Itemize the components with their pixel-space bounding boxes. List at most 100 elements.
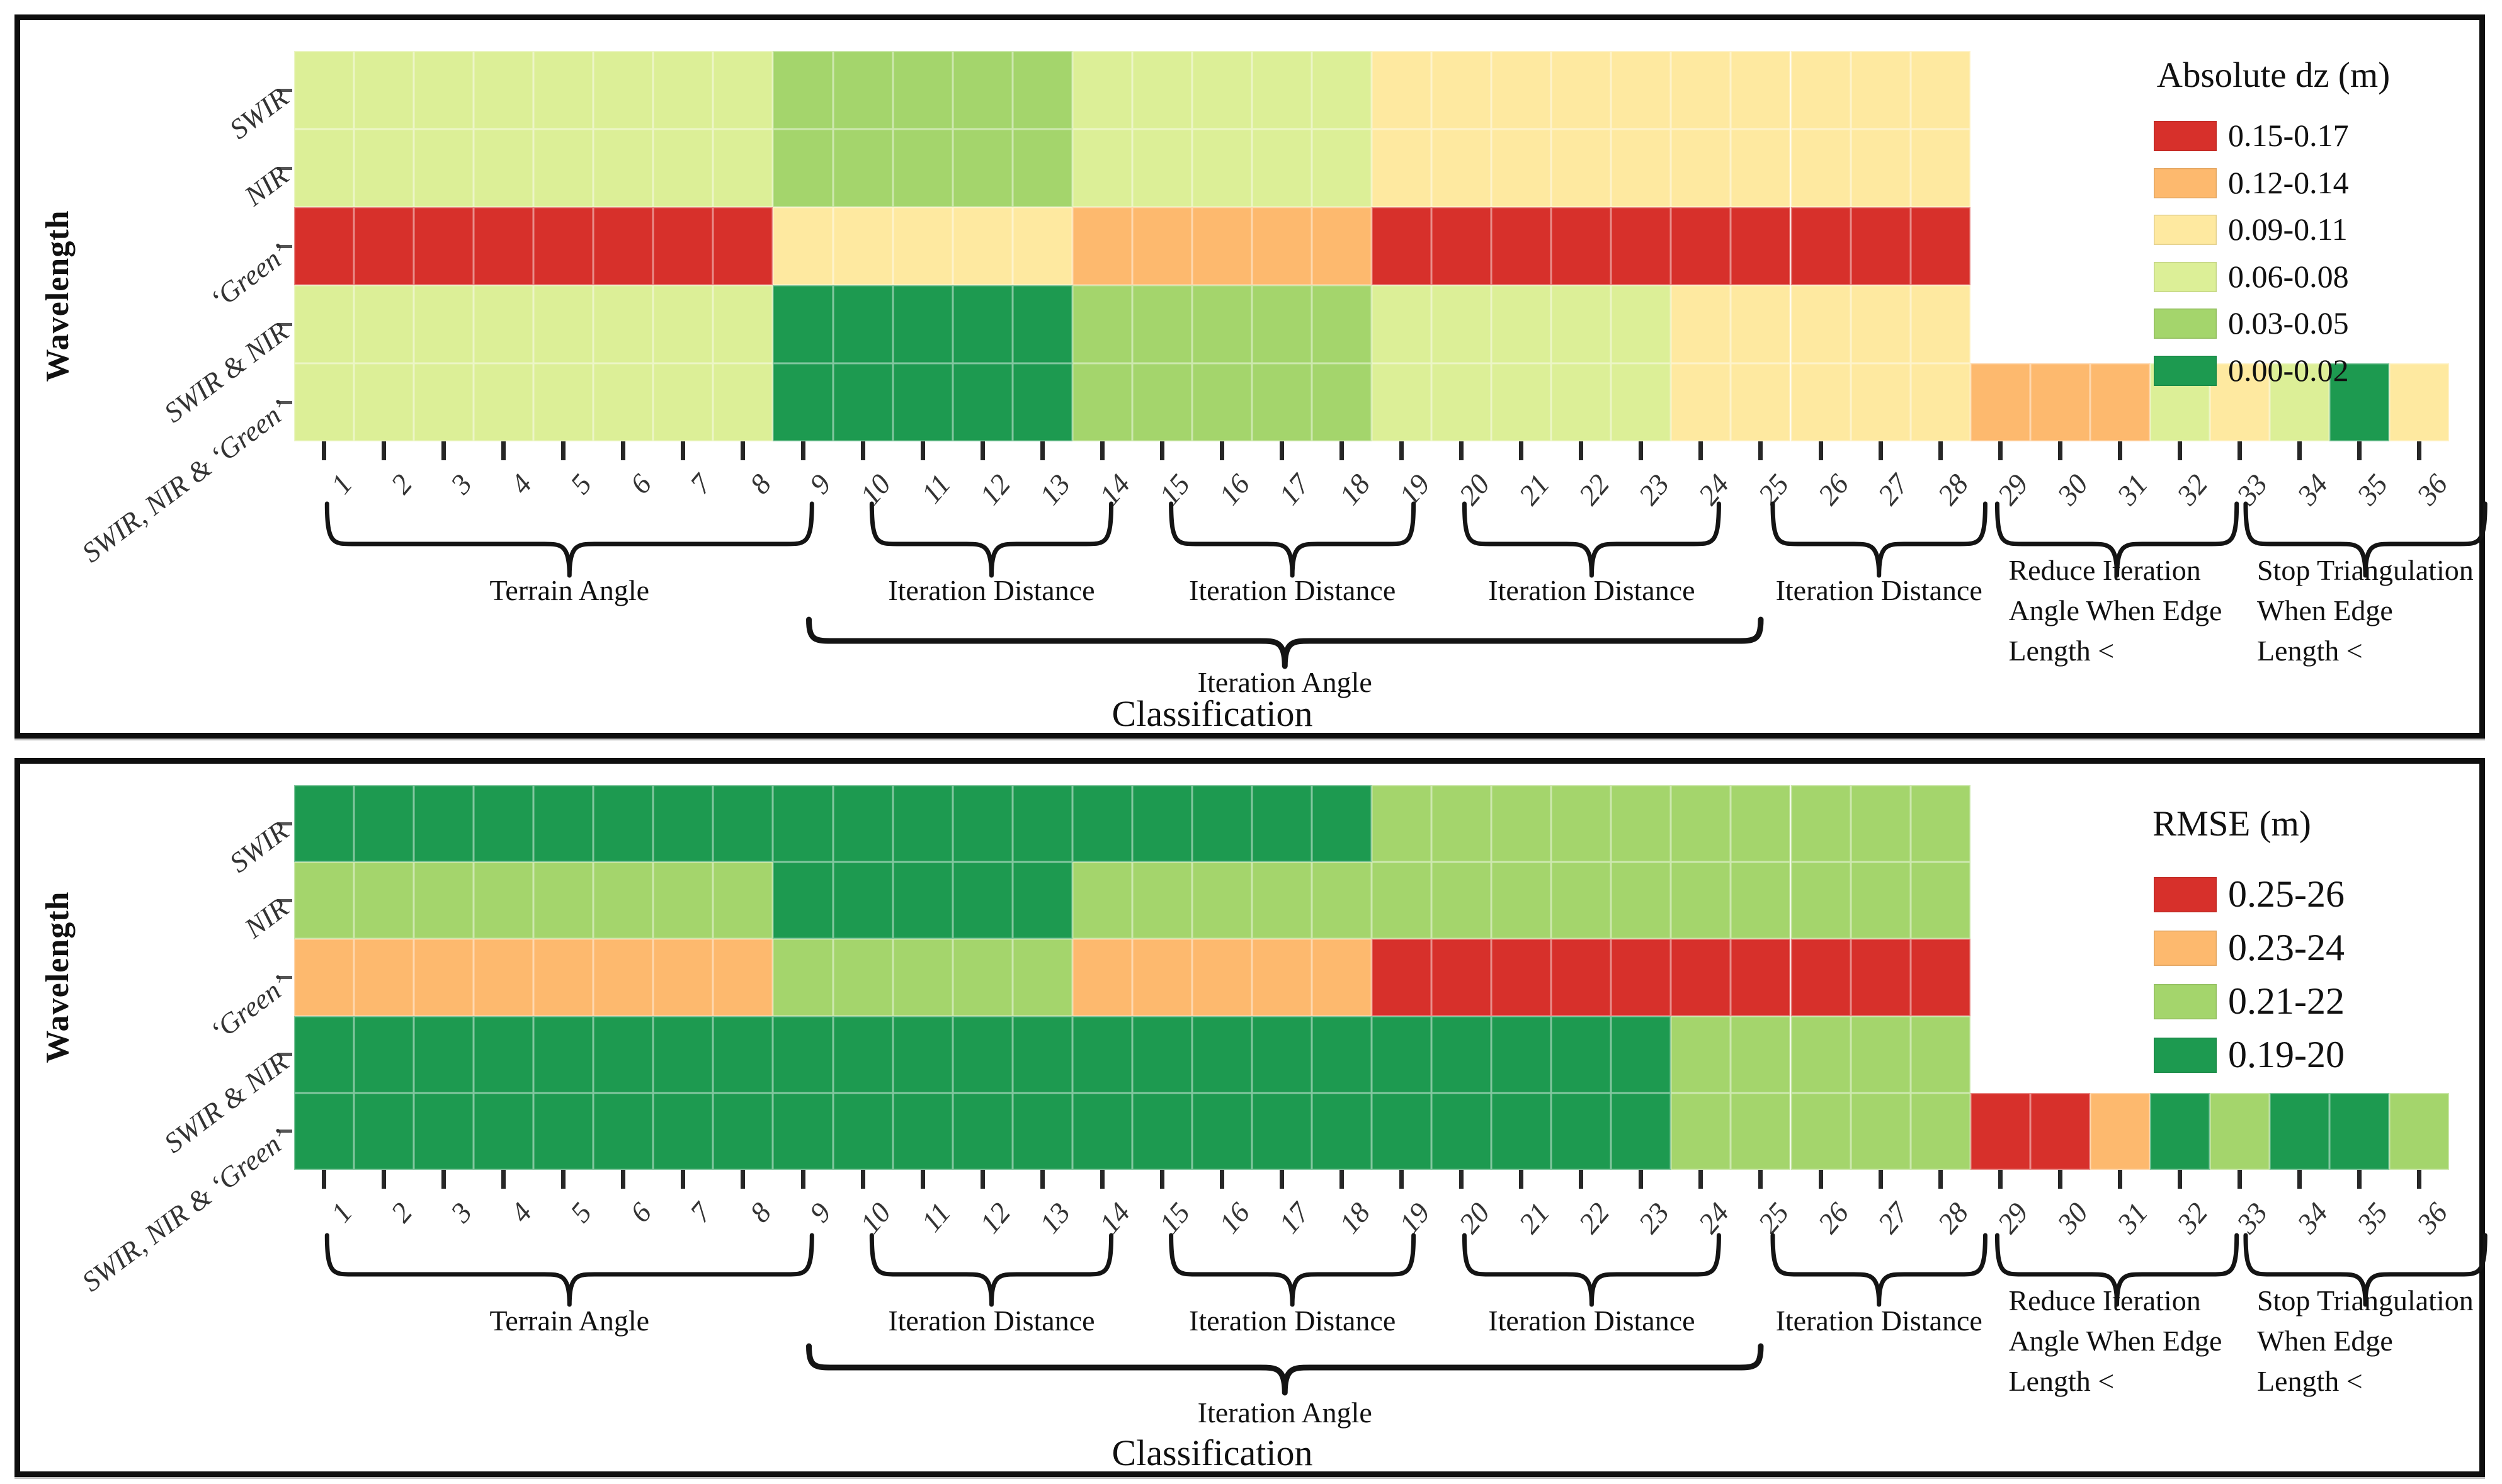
heatmap-cell — [1372, 285, 1432, 363]
heatmap-cell — [1551, 285, 1612, 363]
column-group-label: Iteration Distance — [1488, 1305, 1695, 1337]
column-group-label-line: Stop Triangulation — [2256, 554, 2474, 586]
heatmap-cell — [773, 207, 833, 285]
heatmap-cell — [1551, 939, 1612, 1016]
legend-label: 0.15-0.17 — [2228, 118, 2349, 153]
heatmap-cell — [1312, 129, 1372, 207]
heatmap-cell — [833, 207, 893, 285]
heatmap-cell — [1731, 285, 1791, 363]
heatmap-cell — [1431, 285, 1492, 363]
heatmap-cell — [593, 51, 654, 129]
heatmap-cell — [1372, 363, 1432, 441]
heatmap-cell — [1910, 51, 1970, 129]
heatmap-cell — [773, 1016, 833, 1093]
x-tick — [920, 1170, 925, 1189]
heatmap-cell — [294, 363, 355, 441]
heatmap-cell — [773, 363, 833, 441]
heatmap-cell — [1611, 1092, 1671, 1170]
x-axis-title: Classification — [1112, 693, 1313, 734]
heatmap-cell — [1312, 1092, 1372, 1170]
x-tick — [860, 441, 865, 460]
heatmap-cell — [1372, 862, 1432, 939]
heatmap-cell — [2209, 363, 2270, 441]
heatmap-cell — [1790, 51, 1851, 129]
x-tick — [1279, 441, 1284, 460]
heatmap-cell — [593, 207, 654, 285]
heatmap-cell — [414, 1092, 474, 1170]
heatmap-cell — [1611, 285, 1671, 363]
heatmap-cell — [354, 862, 414, 939]
x-tick — [1878, 1170, 1883, 1189]
x-tick — [1519, 441, 1524, 460]
heatmap-cell — [653, 1092, 714, 1170]
heatmap-cell — [474, 129, 534, 207]
heatmap-cell — [1191, 207, 1252, 285]
heatmap-cell — [1312, 285, 1372, 363]
heatmap-cell — [1072, 363, 1132, 441]
heatmap-cell — [1491, 363, 1552, 441]
heatmap-cell — [294, 862, 355, 939]
heatmap-cell — [2209, 1092, 2270, 1170]
heatmap-cell — [653, 785, 714, 863]
heatmap-cell — [1551, 207, 1612, 285]
heatmap-cell — [1790, 285, 1851, 363]
y-tick — [277, 1053, 292, 1056]
heatmap-cell — [354, 785, 414, 863]
heatmap-cell — [474, 862, 534, 939]
x-tick — [1639, 1170, 1644, 1189]
heatmap-cell — [1431, 51, 1492, 129]
legend-swatch — [2154, 309, 2217, 339]
heatmap-cell — [1491, 862, 1552, 939]
y-tick — [277, 898, 292, 902]
x-tick — [1698, 441, 1703, 460]
heatmap-cell — [1132, 363, 1192, 441]
heatmap-cell — [1191, 862, 1252, 939]
heatmap-cell — [892, 51, 953, 129]
x-tick — [2297, 1170, 2302, 1189]
heatmap-cell — [1491, 285, 1552, 363]
x-tick — [322, 1170, 327, 1189]
heatmap-cell — [1551, 862, 1612, 939]
legend-swatch — [2154, 1038, 2217, 1073]
legend-swatch — [2154, 931, 2217, 966]
x-tick — [1758, 441, 1763, 460]
x-tick — [1818, 1170, 1823, 1189]
heatmap-cell — [1790, 939, 1851, 1016]
heatmap-cell — [593, 785, 654, 863]
x-tick — [1100, 441, 1105, 460]
x-tick — [2057, 441, 2062, 460]
x-tick — [741, 1170, 746, 1189]
heatmap-cell — [1910, 785, 1970, 863]
heatmap-cell — [653, 1016, 714, 1093]
heatmap-cell — [1671, 51, 1731, 129]
heatmap-cell — [1012, 939, 1072, 1016]
legend-swatch — [2154, 167, 2217, 198]
heatmap-cell — [1072, 939, 1132, 1016]
heatmap-cell — [1910, 285, 1970, 363]
heatmap-cell — [1731, 129, 1791, 207]
heatmap-cell — [952, 939, 1013, 1016]
heatmap-cell — [1790, 129, 1851, 207]
heatmap-cell — [1132, 51, 1192, 129]
heatmap-cell — [354, 129, 414, 207]
heatmap-cell — [1251, 939, 1312, 1016]
heatmap-cell — [294, 129, 355, 207]
heatmap-cell — [1431, 939, 1492, 1016]
x-tick — [382, 1170, 387, 1189]
heatmap-cell — [1191, 129, 1252, 207]
heatmap-cell — [1012, 285, 1072, 363]
heatmap-cell — [474, 51, 534, 129]
heatmap-cell — [593, 285, 654, 363]
heatmap-cell — [1251, 51, 1312, 129]
heatmap-cell — [833, 862, 893, 939]
heatmap-cell — [713, 363, 773, 441]
heatmap-cell — [1611, 785, 1671, 863]
heatmap-cell — [2149, 1092, 2210, 1170]
x-tick — [1758, 1170, 1763, 1189]
heatmap-cell — [533, 129, 594, 207]
column-group-label-line: When Edge — [2256, 1325, 2393, 1357]
x-tick — [1100, 1170, 1105, 1189]
heatmap-cell — [1072, 1092, 1132, 1170]
column-group-label-line: Length < — [2256, 1365, 2363, 1397]
column-group-label: Terrain Angle — [489, 574, 650, 606]
